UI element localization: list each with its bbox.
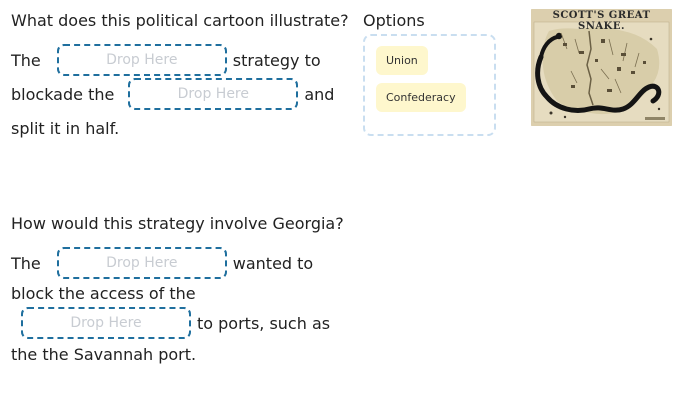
sentence-text: to ports, such as [197,313,331,333]
sentence-text: block the access of the [11,283,196,303]
sentence-line: split it in half. [11,111,349,145]
drop-zone-2[interactable]: Drop Here [128,78,299,110]
option-confederacy[interactable]: Confederacy [376,83,466,112]
question-column: What does this political cartoon illustr… [11,8,349,368]
sentence-line: the the Savannah port. [11,340,349,368]
sentence-text: the the Savannah port. [11,344,197,364]
sentence-line: Drop Here to ports, such as [11,306,349,340]
options-panel: Options Union Confederacy [363,8,497,136]
sentence-text: split it in half. [11,118,120,138]
cartoon-title: SCOTT'S GREAT SNAKE. [552,10,651,32]
options-box[interactable]: Union Confederacy [363,34,496,136]
sentence-line: The Drop Here strategy to [11,43,349,77]
sentence-line: block the access of the [11,280,349,306]
cartoon-illustration [531,9,672,126]
sentence-line: The Drop Here wanted to [11,246,349,280]
sentence-text: and [304,84,335,104]
drop-zone-4[interactable]: Drop Here [21,307,191,339]
drop-zone-3[interactable]: Drop Here [56,247,227,279]
question-2-title: How would this strategy involve Georgia? [11,214,344,233]
sentence-text: blockade the [11,84,115,104]
option-union[interactable]: Union [376,46,428,75]
question-2-sentence: The Drop Here wanted to block the access… [11,246,349,368]
sentence-text: The [11,50,41,70]
question-1-sentence: The Drop Here strategy to blockade the D… [11,43,349,145]
sentence-text: wanted to [232,253,314,273]
sentence-text: strategy to [232,50,321,70]
sentence-text: The [11,253,41,273]
political-cartoon-image: SCOTT'S GREAT SNAKE. [531,9,672,126]
options-title: Options [363,11,425,30]
question-1-title: What does this political cartoon illustr… [11,11,349,30]
sentence-line: blockade the Drop Here and [11,77,349,111]
drop-zone-1[interactable]: Drop Here [56,44,227,76]
